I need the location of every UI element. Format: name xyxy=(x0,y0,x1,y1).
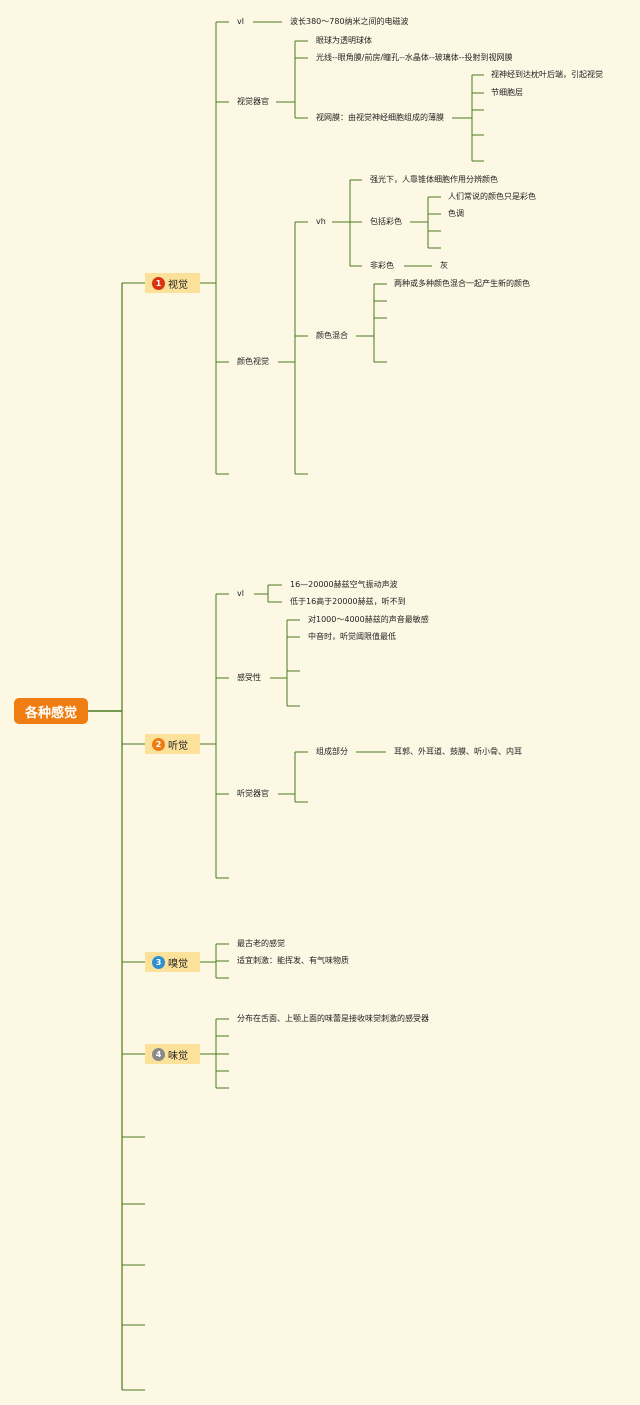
taste-item[interactable]: 分布在舌面、上颚上面的味蕾是接收味觉刺激的感受器 xyxy=(237,1014,429,1023)
branch-hearing[interactable]: 2 听觉 xyxy=(145,734,200,754)
color-mixing-item[interactable]: 两种或多种颜色混合一起产生新的颜色 xyxy=(394,279,530,288)
vision-organ-node[interactable]: 视觉器官 xyxy=(237,97,269,106)
number-1-badge: 1 xyxy=(152,276,165,290)
smell-item[interactable]: 适宜刺激：能挥发、有气味物质 xyxy=(237,956,349,965)
vision-vl-desc[interactable]: 波长380～780纳米之间的电磁波 xyxy=(290,17,409,26)
retina-node[interactable]: 视网膜：由视觉神经细胞组成的薄膜 xyxy=(316,113,444,122)
sensitivity-node[interactable]: 感受性 xyxy=(237,673,261,682)
branch-taste[interactable]: 4 味觉 xyxy=(145,1044,200,1064)
ear-parts-desc[interactable]: 耳郭、外耳道、鼓膜、听小骨、内耳 xyxy=(394,747,522,756)
retina-item[interactable]: 节细胞层 xyxy=(491,88,523,97)
number-2-badge: 2 xyxy=(152,737,165,751)
smell-item[interactable]: 最古老的感觉 xyxy=(237,939,285,948)
number-3-badge: 3 xyxy=(152,955,165,969)
vision-organ-item[interactable]: 眼球为透明球体 xyxy=(316,36,372,45)
number-4-badge: 4 xyxy=(152,1047,165,1061)
branch-smell[interactable]: 3 嗅觉 xyxy=(145,952,200,972)
chromatic-node[interactable]: 包括彩色 xyxy=(370,217,402,226)
chromatic-item[interactable]: 色调 xyxy=(448,209,464,218)
hearing-vl-node[interactable]: vl xyxy=(237,589,244,598)
branch-vision-label: 视觉 xyxy=(168,279,188,291)
branch-smell-label: 嗅觉 xyxy=(168,958,188,970)
vision-organ-item[interactable]: 光线--眼角膜/前房/瞳孔--水晶体--玻璃体--投射到视网膜 xyxy=(316,53,513,62)
vh-item[interactable]: 强光下，人靠锥体细胞作用分辨颜色 xyxy=(370,175,498,184)
vh-node[interactable]: vh xyxy=(316,217,326,226)
chromatic-item[interactable]: 人们常说的颜色只是彩色 xyxy=(448,192,536,201)
branch-taste-label: 味觉 xyxy=(168,1050,188,1062)
achromatic-item[interactable]: 灰 xyxy=(440,261,448,270)
hearing-vl-item[interactable]: 16—20000赫兹空气振动声波 xyxy=(290,580,398,589)
sensitivity-item[interactable]: 中音时，听觉阈限值最低 xyxy=(308,632,396,641)
hearing-organ-node[interactable]: 听觉器官 xyxy=(237,789,269,798)
branch-vision[interactable]: 1 视觉 xyxy=(145,273,200,293)
ear-parts-node[interactable]: 组成部分 xyxy=(316,747,348,756)
color-mixing-node[interactable]: 颜色混合 xyxy=(316,331,348,340)
root-topic[interactable]: 各种感觉 xyxy=(14,698,88,724)
retina-item[interactable]: 视神经到达枕叶后端，引起视觉 xyxy=(491,70,603,79)
hearing-vl-item[interactable]: 低于16高于20000赫兹，听不到 xyxy=(290,597,406,606)
sensitivity-item[interactable]: 对1000～4000赫兹的声音最敏感 xyxy=(308,615,429,624)
vision-vl-node[interactable]: vl xyxy=(237,17,244,26)
color-vision-node[interactable]: 颜色视觉 xyxy=(237,357,269,366)
achromatic-node[interactable]: 非彩色 xyxy=(370,261,394,270)
branch-hearing-label: 听觉 xyxy=(168,740,188,752)
